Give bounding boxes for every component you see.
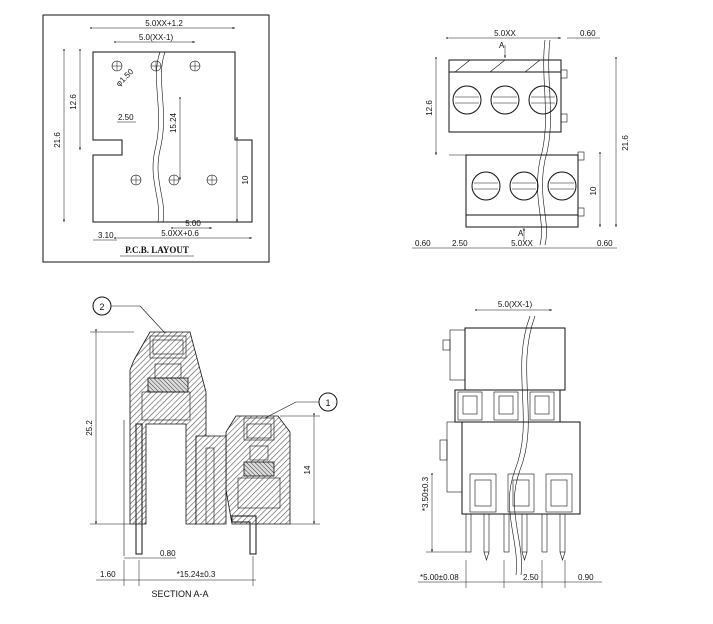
- callout-1: 1: [325, 398, 330, 408]
- front-dim-left-v: 12.6: [425, 100, 434, 116]
- pcb-dim-right-v: 10: [241, 175, 250, 184]
- pcb-dim-bottom-right: 5.00: [185, 219, 201, 228]
- section-view: 2 1 25.2 14 0.80 1.60 *15.24±0.3 SECTION…: [85, 296, 338, 599]
- section-dim-span: *15.24±0.3: [177, 570, 216, 579]
- side-dim-bottom-a: *5.00±0.08: [420, 573, 459, 582]
- section-pin-left: [135, 423, 143, 555]
- pcb-layout-view: 5.0XX+1.2 5.0(XX-1) φ1.50 2.50 21.6 12.6…: [42, 14, 270, 263]
- pcb-dim-height-a: 12.6: [69, 94, 78, 110]
- front-dim-bottom-c: 5.0XX: [511, 239, 533, 248]
- section-dim-height: 25.2: [85, 420, 94, 436]
- side-dim-top: 5.0(XX-1): [498, 300, 533, 309]
- side-upper-slots: [457, 391, 555, 421]
- pcb-dim-height-b: 21.6: [53, 132, 62, 148]
- front-dim-bottom-b: 2.50: [452, 239, 468, 248]
- front-dim-inner-v: 10: [589, 186, 598, 195]
- pcb-dim-top-inner: 5.0(XX-1): [139, 33, 174, 42]
- pcb-frame: [42, 14, 270, 263]
- side-pins: [465, 513, 566, 562]
- section-caption: SECTION A-A: [151, 589, 208, 599]
- side-dim-bottom-b: 2.50: [523, 573, 539, 582]
- section-dim-lower: 14: [303, 465, 312, 474]
- pcb-dim-bottom-left: 3.10: [98, 231, 114, 240]
- section-pin-right: [231, 515, 257, 555]
- callout-2: 2: [99, 302, 104, 312]
- section-upper-body: [129, 331, 207, 525]
- pcb-holes: [111, 60, 218, 186]
- section-dim-left-off: 1.60: [100, 570, 116, 579]
- pcb-dim-bottom-total: 5.0XX+0.6: [161, 229, 199, 238]
- pcb-dim-pitch-small: 2.50: [118, 113, 134, 122]
- pcb-outline: [92, 51, 253, 223]
- front-dim-top-right: 0.60: [580, 29, 596, 38]
- front-section-a-top: A: [499, 41, 505, 50]
- front-lower-screws: [471, 171, 577, 201]
- section-dim-pin: 0.80: [160, 549, 176, 558]
- front-view: A A 5.0XX 0.60 12.6 21.6 10 0.60 2.50 5.…: [412, 29, 630, 249]
- side-dim-bottom-c: 0.90: [578, 573, 594, 582]
- front-dim-bottom-a: 0.60: [415, 239, 431, 248]
- pcb-title: P.C.B. LAYOUT: [125, 245, 189, 255]
- front-upper-screws: [452, 85, 558, 115]
- side-view: 5.0(XX-1) *3.50±0.3 *5.00±0.08 2.50 0.90: [418, 300, 602, 588]
- front-dim-top: 5.0XX: [494, 29, 516, 38]
- front-dim-bottom-d: 0.60: [597, 239, 613, 248]
- front-dim-right-v: 21.6: [621, 135, 630, 151]
- side-dim-left-v: *3.50±0.3: [421, 476, 430, 511]
- pcb-dim-mid-v: 15.24: [169, 112, 178, 133]
- pcb-dim-hole: φ1.50: [114, 67, 135, 88]
- front-section-a-bottom: A: [518, 229, 524, 238]
- side-lower-slots: [469, 473, 573, 513]
- pcb-dim-top-outer: 5.0XX+1.2: [145, 19, 183, 28]
